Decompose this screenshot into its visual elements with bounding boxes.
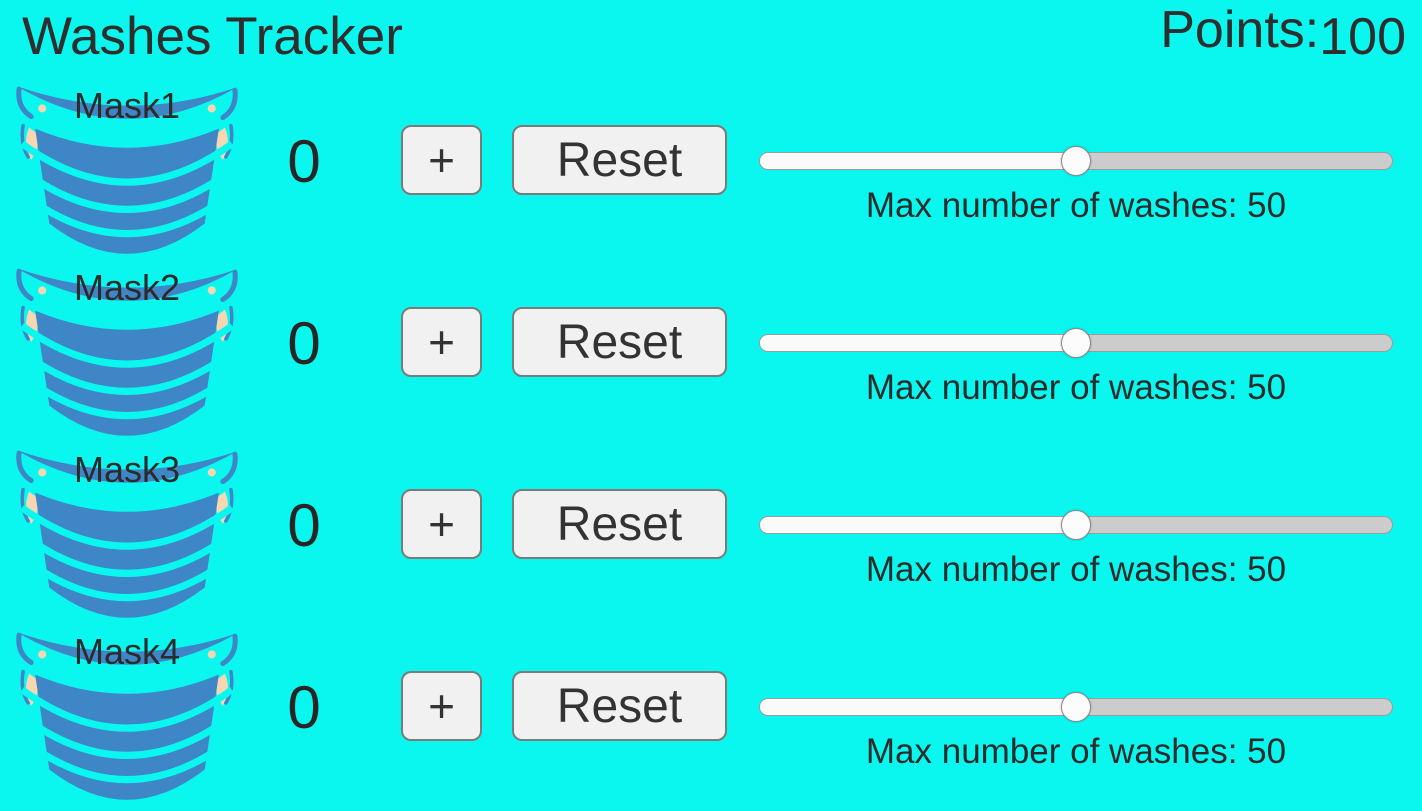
mask-image: [16, 629, 238, 801]
mask-image: [16, 447, 238, 619]
wash-count: 0: [287, 492, 321, 559]
reset-button[interactable]: Reset: [512, 307, 727, 377]
reset-button[interactable]: Reset: [512, 671, 727, 741]
max-washes-slider[interactable]: [759, 691, 1393, 723]
slider-fill: [760, 153, 1076, 169]
increment-button[interactable]: +: [401, 307, 482, 377]
app-title: Washes Tracker: [22, 7, 403, 66]
face-mask-icon: [16, 268, 238, 436]
mask-name-label: Mask1: [73, 85, 181, 126]
slider-fill: [760, 335, 1076, 351]
slider-thumb[interactable]: [1061, 328, 1091, 358]
max-washes-slider[interactable]: [759, 145, 1393, 177]
slider-thumb[interactable]: [1061, 510, 1091, 540]
max-washes-label: Max number of washes: 50: [865, 186, 1287, 225]
increment-button[interactable]: +: [401, 671, 482, 741]
slider-thumb[interactable]: [1061, 692, 1091, 722]
mask-row: Mask2 0 + Reset Max number of washes: 50: [0, 265, 1422, 447]
face-mask-icon: [16, 450, 238, 618]
points-label: Points:: [1160, 1, 1320, 59]
mask-name-label: Mask3: [73, 449, 181, 490]
wash-count: 0: [287, 310, 321, 377]
max-washes-label: Max number of washes: 50: [865, 550, 1287, 589]
increment-button[interactable]: +: [401, 489, 482, 559]
slider-fill: [760, 699, 1076, 715]
wash-count: 0: [287, 674, 321, 741]
max-washes-slider[interactable]: [759, 509, 1393, 541]
reset-button[interactable]: Reset: [512, 125, 727, 195]
max-washes-label: Max number of washes: 50: [865, 368, 1287, 407]
face-mask-icon: [16, 632, 238, 800]
mask-row: Mask3 0 + Reset Max number of washes: 50: [0, 447, 1422, 629]
max-washes-slider[interactable]: [759, 327, 1393, 359]
mask-row: Mask4 0 + Reset Max number of washes: 50: [0, 629, 1422, 811]
mask-row: Mask1 0 + Reset Max number of washes: 50: [0, 83, 1422, 265]
mask-name-label: Mask2: [73, 267, 181, 308]
face-mask-icon: [16, 86, 238, 254]
mask-image: [16, 265, 238, 437]
slider-fill: [760, 517, 1076, 533]
increment-button[interactable]: +: [401, 125, 482, 195]
mask-image: [16, 83, 238, 255]
points-display: Points:100: [1160, 1, 1406, 65]
mask-name-label: Mask4: [73, 631, 181, 672]
max-washes-label: Max number of washes: 50: [865, 732, 1287, 771]
wash-count: 0: [287, 128, 321, 195]
slider-thumb[interactable]: [1061, 146, 1091, 176]
points-value: 100: [1319, 8, 1406, 66]
reset-button[interactable]: Reset: [512, 489, 727, 559]
